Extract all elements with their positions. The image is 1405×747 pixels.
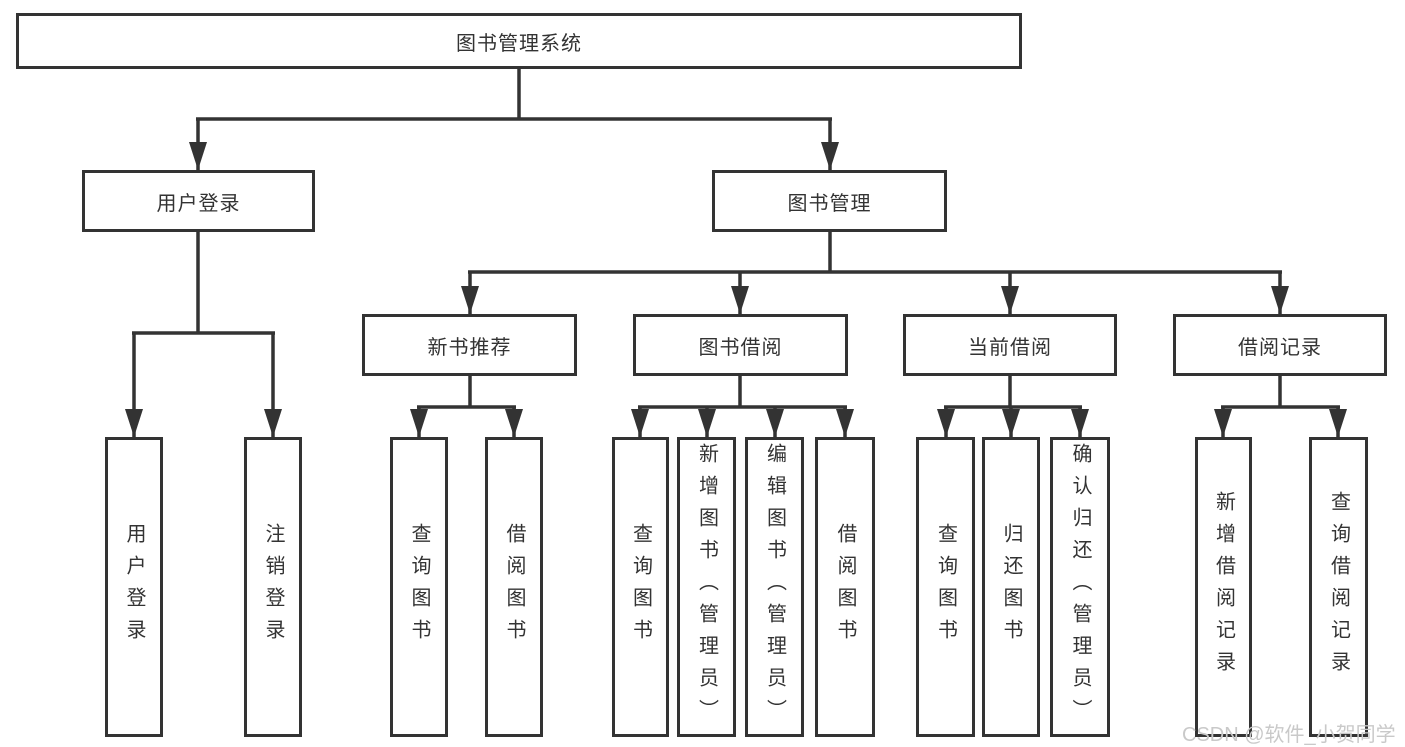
leaf-return-book: 归还图书	[982, 437, 1040, 737]
leaf-logout-login-label: 注销登录	[262, 523, 284, 651]
node-user-login: 用户登录	[82, 170, 315, 232]
leaf-query-books-current: 查询图书	[916, 437, 975, 737]
leaf-edit-book-admin-label: 编辑图书（管理员）	[763, 443, 786, 731]
leaf-query-books-current-label: 查询图书	[934, 523, 957, 651]
node-current-borrow-label: 当前借阅	[968, 336, 1052, 359]
node-root: 图书管理系统	[16, 13, 1022, 69]
node-book-mgmt: 图书管理	[712, 170, 947, 232]
node-current-borrow: 当前借阅	[903, 314, 1117, 376]
connector-book-mgmt-to-level3	[461, 232, 1289, 314]
leaf-add-borrow-record-label: 新增借阅记录	[1212, 491, 1235, 683]
leaf-query-borrow-record-label: 查询借阅记录	[1327, 491, 1350, 683]
node-borrow-records: 借阅记录	[1173, 314, 1387, 376]
connector-book-borrow-to-leaves	[631, 376, 854, 437]
connector-root-to-level2	[189, 69, 839, 170]
leaf-confirm-return-admin-label: 确认归还（管理员）	[1069, 443, 1091, 731]
leaf-edit-book-admin: 编辑图书（管理员）	[745, 437, 804, 737]
leaf-query-books-recommend-label: 查询图书	[408, 523, 430, 651]
leaf-add-book-admin: 新增图书（管理员）	[677, 437, 736, 737]
node-book-borrow-label: 图书借阅	[698, 336, 783, 359]
leaf-borrow-books-borrow-label: 借阅图书	[834, 523, 856, 651]
connector-current-borrow-to-leaves	[937, 376, 1089, 437]
node-user-login-label: 用户登录	[156, 192, 241, 215]
connector-borrow-records-to-leaves	[1214, 376, 1347, 437]
leaf-query-borrow-record: 查询借阅记录	[1309, 437, 1368, 737]
leaf-add-borrow-record: 新增借阅记录	[1195, 437, 1252, 737]
leaf-query-books-borrow-label: 查询图书	[629, 523, 652, 651]
leaf-borrow-books-recommend: 借阅图书	[485, 437, 543, 737]
connector-new-book-rec-to-leaves	[410, 376, 523, 437]
leaf-add-book-admin-label: 新增图书（管理员）	[695, 443, 718, 731]
leaf-query-books-borrow: 查询图书	[612, 437, 669, 737]
node-book-borrow: 图书借阅	[633, 314, 848, 376]
connector-user-login-to-leaves	[125, 232, 282, 437]
leaf-user-login: 用户登录	[105, 437, 163, 737]
node-new-book-rec-label: 新书推荐	[427, 336, 512, 359]
node-root-label: 图书管理系统	[456, 32, 582, 55]
leaf-return-book-label: 归还图书	[1000, 523, 1022, 651]
node-borrow-records-label: 借阅记录	[1238, 336, 1322, 359]
leaf-borrow-books-borrow: 借阅图书	[815, 437, 875, 737]
leaf-user-login-label: 用户登录	[123, 523, 145, 651]
leaf-confirm-return-admin: 确认归还（管理员）	[1050, 437, 1110, 737]
csdn-watermark: CSDN @软件_小贺同学	[1182, 724, 1396, 746]
node-new-book-rec: 新书推荐	[362, 314, 577, 376]
node-book-mgmt-label: 图书管理	[787, 192, 872, 215]
leaf-borrow-books-recommend-label: 借阅图书	[503, 523, 525, 651]
leaf-logout-login: 注销登录	[244, 437, 302, 737]
leaf-query-books-recommend: 查询图书	[390, 437, 448, 737]
